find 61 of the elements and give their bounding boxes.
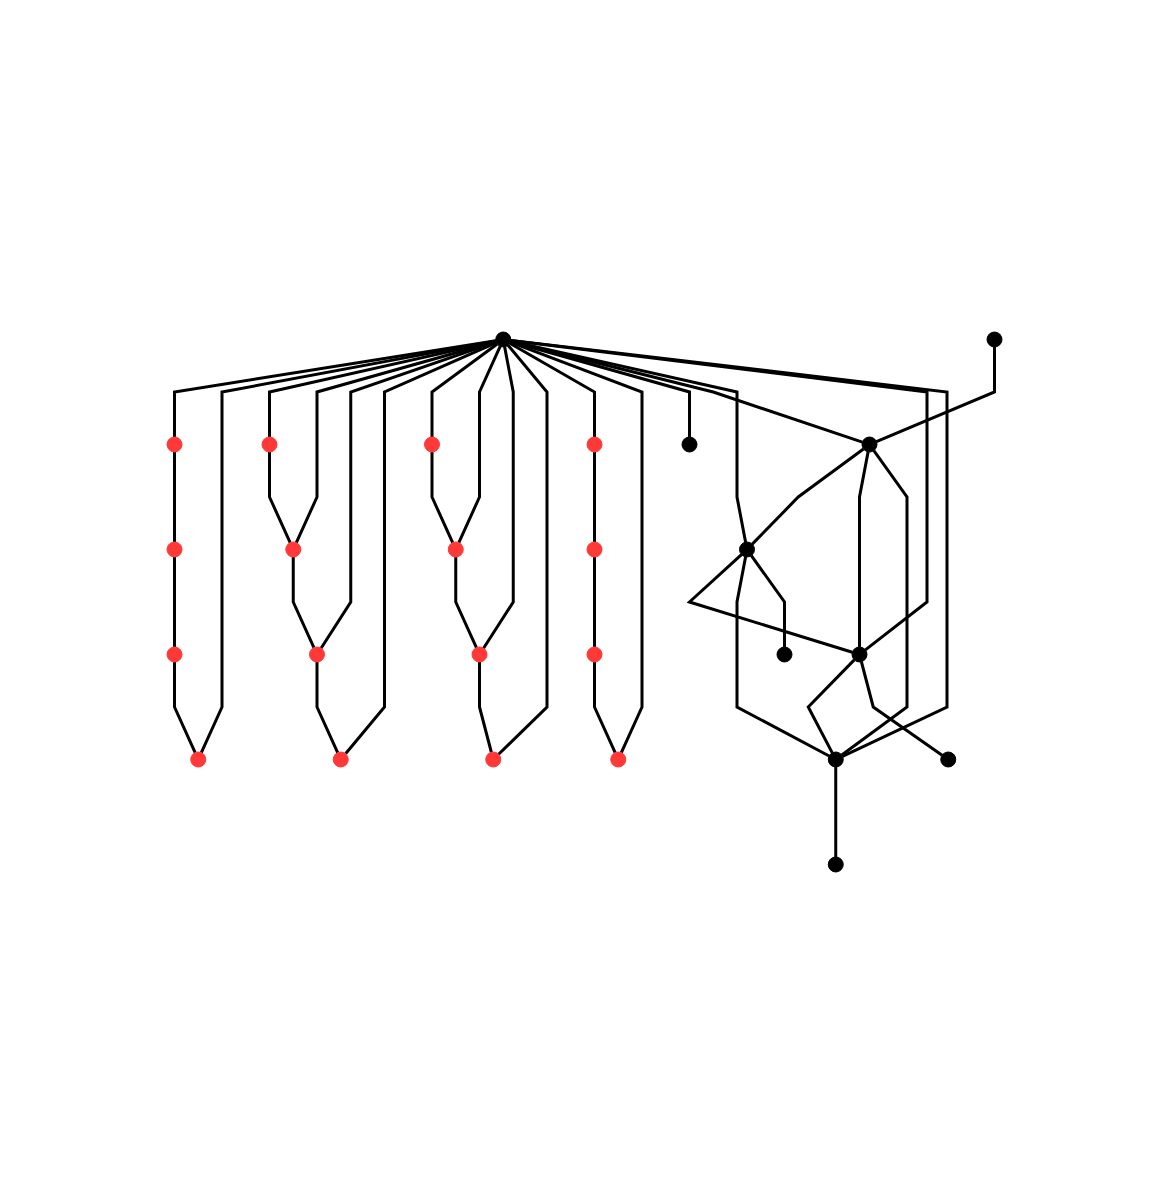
- connector: [592, 452, 596, 542]
- connector: [859, 661, 943, 757]
- connector: [453, 557, 478, 649]
- node-circle: [308, 646, 325, 663]
- connector: [875, 347, 996, 443]
- connector: [509, 340, 691, 437]
- connector: [497, 344, 548, 756]
- node-circle: [586, 541, 602, 558]
- node-circle: [586, 646, 602, 663]
- connector: [319, 340, 497, 649]
- connector: [735, 556, 830, 758]
- node-circle: [939, 751, 956, 768]
- connector: [592, 662, 617, 754]
- node-circle: [494, 331, 511, 348]
- connector: [857, 451, 870, 647]
- connector: [430, 342, 498, 437]
- connector: [456, 345, 502, 544]
- node-circle: [284, 541, 301, 558]
- node-circle: [851, 646, 867, 663]
- connector: [481, 346, 515, 649]
- connector: [477, 662, 493, 753]
- connector: [430, 452, 454, 544]
- connector: [199, 339, 496, 754]
- connector: [749, 554, 786, 647]
- node-circle: [738, 541, 755, 558]
- connector: [172, 339, 496, 437]
- node-circle: [681, 436, 697, 453]
- node-circle: [609, 751, 626, 768]
- connector: [172, 557, 176, 647]
- node-circle: [827, 751, 844, 768]
- node-circle: [447, 541, 464, 558]
- node-circle: [471, 646, 487, 663]
- node-circle: [189, 751, 206, 768]
- node-circle: [484, 751, 501, 768]
- connector: [750, 447, 864, 546]
- node-circle: [861, 436, 877, 453]
- node-circle: [776, 646, 792, 663]
- connector: [509, 340, 643, 754]
- node-circle: [827, 856, 844, 873]
- connector: [833, 767, 837, 857]
- node-circle: [166, 646, 182, 663]
- node-circle: [332, 751, 349, 768]
- connector: [686, 553, 853, 654]
- connector: [343, 341, 497, 755]
- connector: [172, 452, 176, 542]
- node-circle: [166, 541, 182, 558]
- connector: [267, 452, 292, 544]
- connector: [172, 662, 197, 754]
- node-circle: [586, 436, 602, 453]
- connector: [294, 340, 496, 544]
- node-circle: [166, 436, 182, 453]
- node-circle: [423, 436, 440, 453]
- connector: [315, 662, 339, 754]
- connector: [592, 557, 596, 647]
- connector: [805, 658, 855, 754]
- node-circle: [261, 436, 277, 453]
- connector: [840, 449, 908, 757]
- connector: [508, 341, 596, 437]
- connector: [291, 557, 315, 649]
- node-circle: [986, 331, 1002, 348]
- connector: [510, 338, 948, 758]
